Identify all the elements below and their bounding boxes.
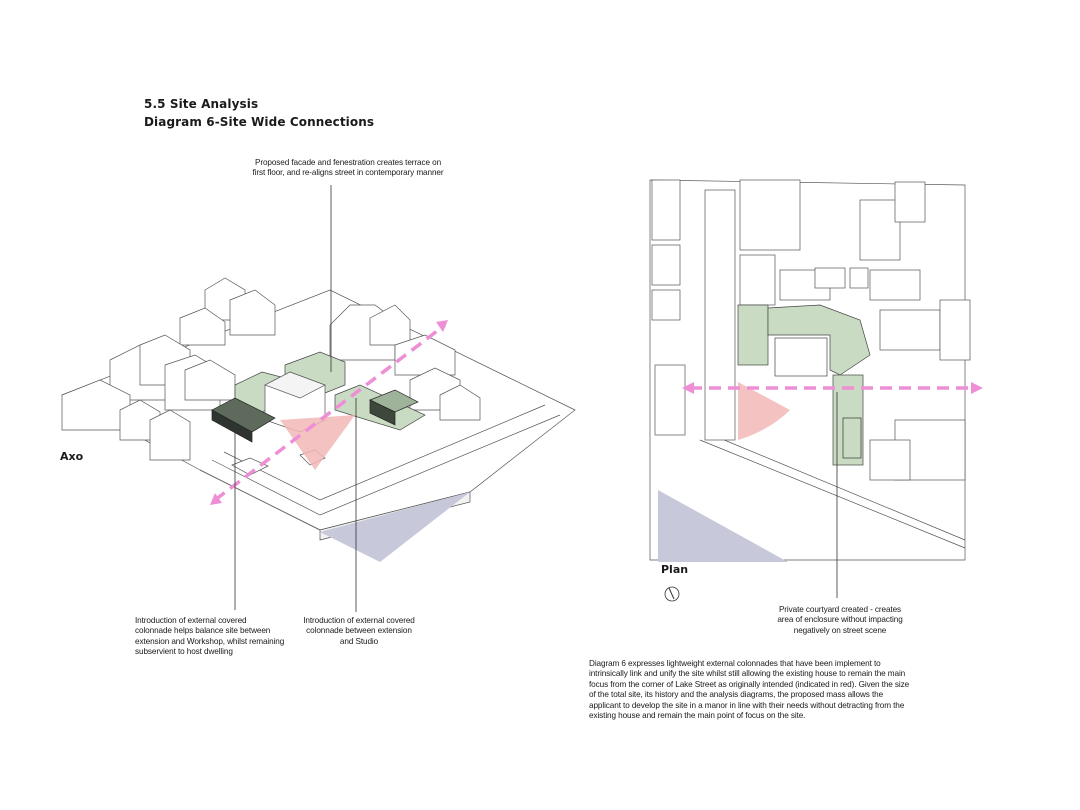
note-facade: Proposed facade and fenestration creates… — [252, 158, 444, 178]
note-colonnade-studio: Introduction of external covered colonna… — [303, 616, 415, 646]
axo-drawing — [61, 277, 576, 562]
section-title: 5.5 Site Analysis — [144, 97, 259, 111]
axo-label: Axo — [60, 450, 84, 463]
axo-colonnades — [211, 389, 419, 443]
plan-drawing — [649, 179, 971, 562]
plan-view-cone — [738, 382, 790, 440]
axo-view-cone — [280, 415, 355, 470]
plan-left-buildings — [651, 179, 801, 441]
plan-existing-house — [774, 337, 828, 377]
north-arrow-icon — [664, 586, 680, 602]
diagram-title: Diagram 6-Site Wide Connections — [144, 115, 375, 129]
plan-shadow — [658, 490, 788, 562]
plan-label: Plan — [661, 563, 689, 576]
plan-right-buildings — [779, 181, 971, 481]
axo-shadow — [320, 492, 470, 562]
note-courtyard: Private courtyard created - creates area… — [777, 605, 903, 635]
axo-back-buildings — [179, 277, 456, 376]
axo-connection-arrow — [213, 323, 447, 502]
axo-right-buildings — [409, 367, 481, 421]
note-colonnade-workshop: Introduction of external covered colonna… — [135, 616, 285, 657]
axo-left-buildings — [61, 334, 236, 461]
axo-leaders — [234, 185, 357, 612]
plan-proposed-massing — [737, 304, 871, 466]
description-paragraph: Diagram 6 expresses lightweight external… — [589, 659, 910, 721]
